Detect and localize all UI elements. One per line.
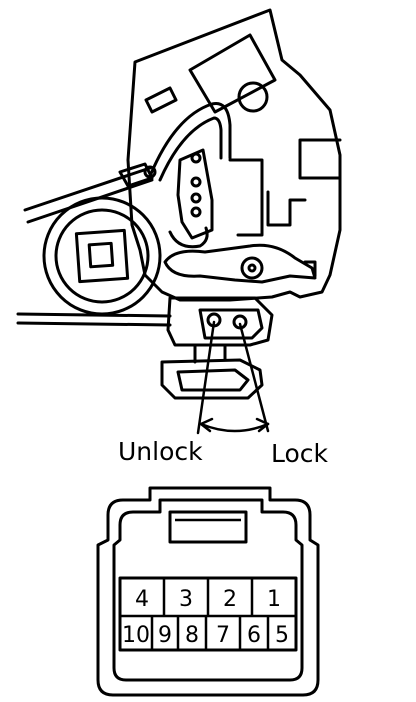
- swing-arc-arrow-right: [255, 417, 270, 433]
- pin-label-1: 1: [267, 587, 281, 612]
- lock-rod-inner: [158, 116, 223, 182]
- lock-lever: [163, 243, 317, 284]
- link-plate: [176, 148, 214, 240]
- cable-end-pin: [143, 165, 157, 179]
- lever-tab: [303, 260, 317, 278]
- unlock-label: Unlock: [118, 437, 203, 466]
- link-hole-3: [190, 192, 202, 204]
- housing-right-notch: [266, 190, 307, 227]
- pin-label-2: 2: [223, 587, 237, 612]
- lock-drum-ring: [54, 208, 150, 304]
- pin-label-7: 7: [216, 623, 230, 648]
- swing-arc: [199, 422, 270, 433]
- lock-drum-square: [74, 228, 130, 284]
- lock-rod: [148, 101, 232, 178]
- cable-upper: [23, 166, 154, 224]
- lock-label: Lock: [271, 439, 329, 468]
- switch-body: [166, 296, 274, 347]
- door-lock-assembly: [16, 8, 342, 435]
- pin-label-3: 3: [179, 587, 193, 612]
- link-hole-4: [190, 206, 202, 218]
- housing-right-step: [298, 138, 342, 180]
- lever-gear: [240, 256, 264, 280]
- bottom-cover: [160, 358, 264, 400]
- pin-label-5: 5: [275, 623, 289, 648]
- bottom-cover-inner: [176, 368, 250, 392]
- housing-right-inner: [228, 158, 264, 237]
- pin-label-10: 10: [122, 623, 150, 648]
- pin-label-4: 4: [135, 587, 149, 612]
- lock-indicator-line: [238, 322, 270, 433]
- switch-inner: [198, 308, 264, 340]
- link-hole-2: [190, 176, 202, 188]
- connector-housing: [96, 486, 320, 697]
- link-hook: [168, 226, 209, 249]
- housing-hole: [237, 81, 269, 113]
- lever-gear-hub: [247, 263, 257, 273]
- connector: [96, 486, 320, 697]
- swing-arc-arrow-left: [199, 417, 214, 433]
- link-hole-1: [190, 152, 202, 164]
- pin-label-9: 9: [158, 623, 172, 648]
- cable-lower: [16, 312, 172, 327]
- bottom-cover-neck: [193, 343, 227, 364]
- pin-label-8: 8: [185, 623, 199, 648]
- connector-latch: [168, 510, 248, 544]
- housing-window-small: [144, 86, 178, 114]
- lock-housing: [126, 8, 342, 302]
- unlock-indicator-line: [196, 320, 216, 435]
- lock-drum-key: [87, 241, 115, 269]
- housing-window-square: [188, 33, 277, 114]
- connector-inner: [112, 498, 304, 682]
- pin-label-6: 6: [247, 623, 261, 648]
